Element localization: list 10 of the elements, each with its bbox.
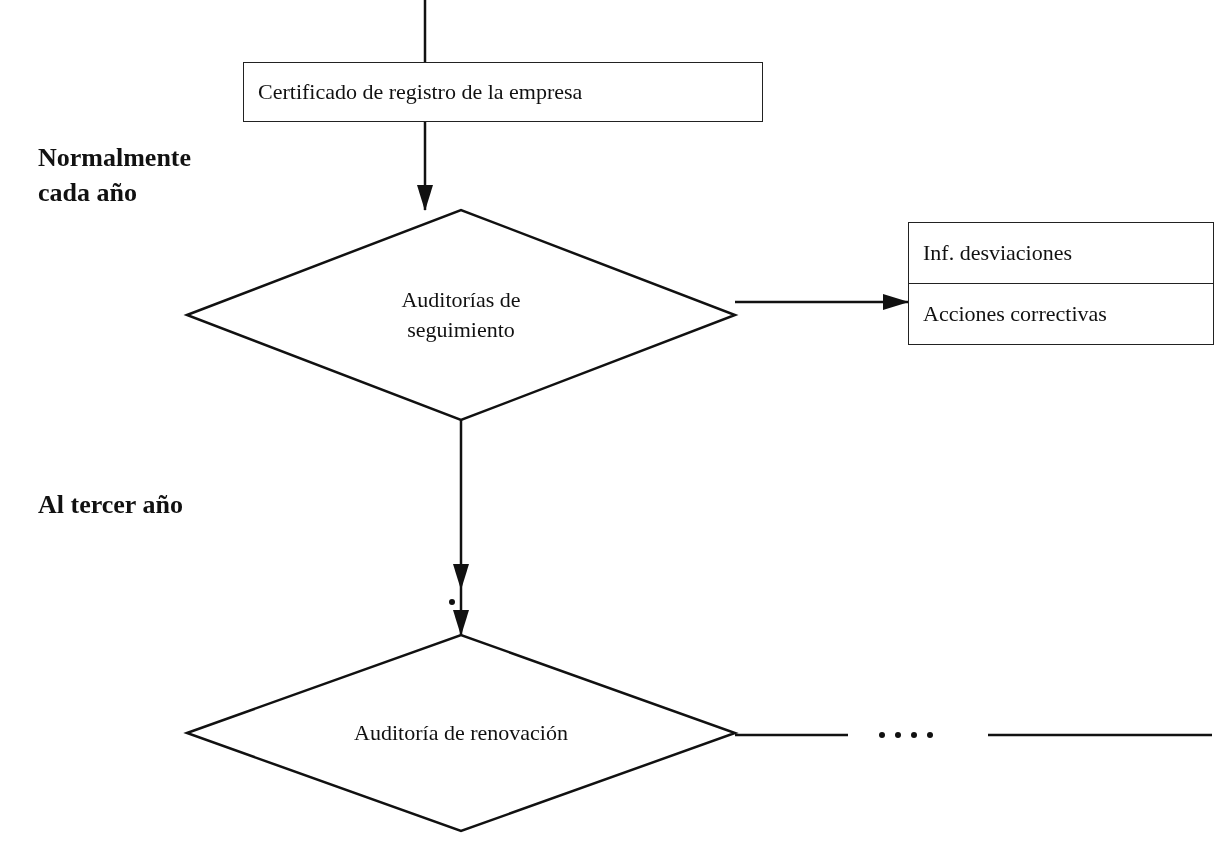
box-text: Acciones correctivas	[923, 301, 1107, 327]
diamond-text: Auditoría de renovación	[354, 719, 568, 748]
diamond-text: Auditorías de seguimiento	[400, 286, 522, 344]
process-box	[243, 62, 763, 122]
box-text: Inf. desviaciones	[923, 240, 1073, 266]
side-note: Normalmente cada año	[38, 142, 193, 210]
process-box	[908, 283, 1214, 345]
process-box	[908, 222, 1214, 284]
box-text: Certificado de registro de la empresa	[258, 79, 583, 105]
side-note: Al tercer año	[38, 489, 184, 521]
